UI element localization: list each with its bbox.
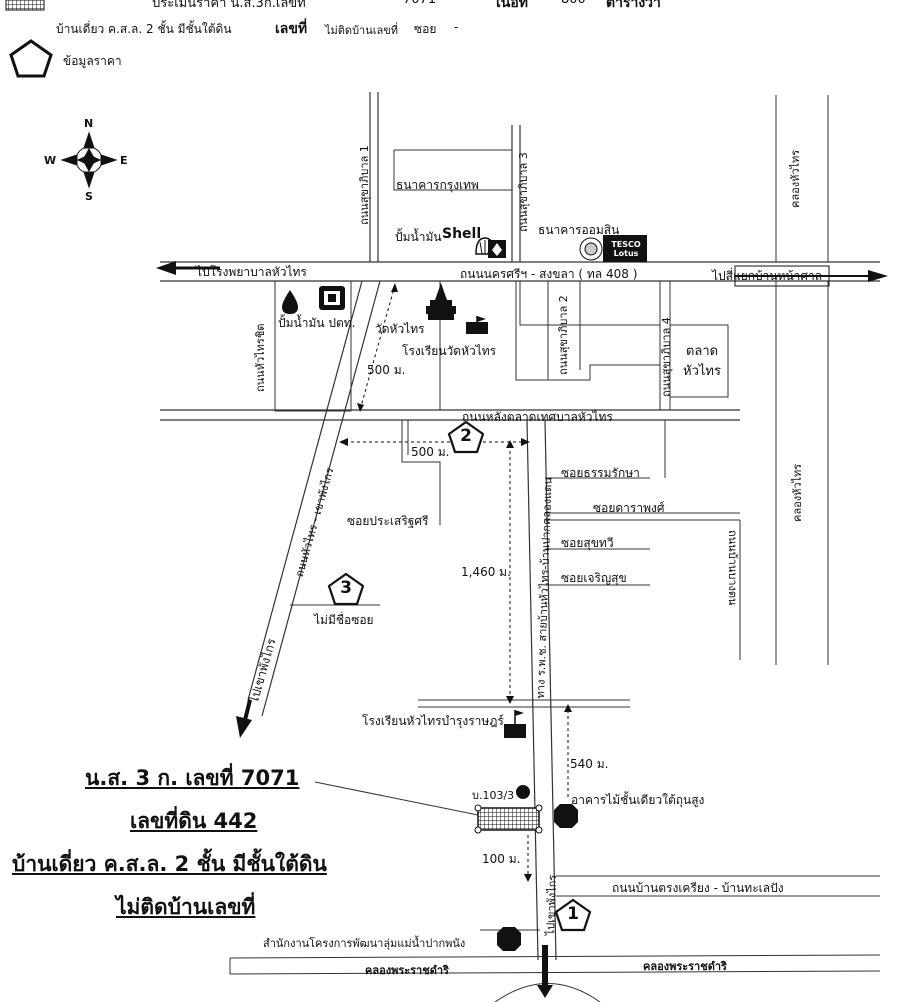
compass-s: S [85, 190, 93, 203]
header-area-label: เนื้อที่ [496, 0, 528, 11]
subject-land-number: เลขที่ดิน 442 [130, 809, 258, 833]
canal-phra-ratchadamri-east: คลองพระราชดำริ [643, 960, 727, 973]
price-marker-1-shape [554, 898, 592, 932]
road-trong-khriang: ถนนบ้านตรงเครียง - บ้านทะเลปัง [612, 881, 784, 895]
price-marker-2-shape [447, 420, 485, 454]
compass-n: N [84, 117, 94, 130]
place-shell-pump: ปั้มน้ำมัน [395, 230, 442, 244]
soi-charoensuk: ซอยเจริญสุข [561, 571, 627, 585]
price-marker-2: 2 [460, 426, 472, 446]
place-wat-hua-sai: วัดหัวไทร [375, 322, 425, 336]
place-wat-school: โรงเรียนวัดหัวไทร [402, 344, 497, 358]
compass-e: E [120, 154, 128, 167]
road-nakhon-si-songkhla: ถนนนครศรีฯ - สงขลา ( ทล 408 ) [460, 267, 638, 281]
distance-1460: 1,460 ม. [461, 565, 511, 579]
place-tesco: TESCO Lotus [611, 240, 641, 258]
arrow-west [156, 261, 176, 275]
tesco-logo [603, 235, 647, 262]
canal-hua-sai-north: คลองหัวไทร [789, 149, 802, 208]
road-sukhaphiban-2: ถนนสุขาภิบาล 2 [557, 295, 570, 375]
road-to-khao-phang-krai-south: ไปเขาพังไกร [543, 874, 560, 936]
ptt-drop-icon [282, 290, 298, 314]
subject-no-house-number: ไม่ติดบ้านเลขที่ [116, 895, 256, 919]
place-wood-building: อาคารไม้ชั้นเดียวใต้ถุนสูง [571, 793, 705, 807]
header-soi-label: ซอย [414, 22, 437, 36]
road-hua-sai-sit: ถนนหัวไทรชิต [254, 323, 267, 392]
soi-no-name: ไม่มีชื่อซอย [314, 613, 374, 627]
place-office-pak-phanang: สำนักงานโครงการพัฒนาลุ่มแม่น้ำปากพนัง [263, 937, 466, 950]
header-title: ประเมินราคา น.ส.3ก.เลขที่ [152, 0, 306, 11]
header-area-unit: ตารางวา [606, 0, 661, 11]
house-103-dot [516, 785, 530, 799]
temple-icon [426, 283, 456, 320]
road-ban-bang-ton: ถนนบ้านบางตน [726, 530, 739, 606]
road-to-hospital: ไปโรงพยาบาลหัวไทร [196, 265, 307, 279]
school-bamrung-icon [504, 710, 526, 738]
office-octagon [497, 927, 521, 951]
distance-540: 540 ม. [570, 757, 609, 771]
place-market: ตลาดหัวไทร [683, 344, 721, 379]
place-house-103: บ.103/3 [472, 789, 515, 802]
place-school-bamrung: โรงเรียนหัวไทรบำรุงราษฎร์ [362, 714, 504, 728]
road-behind-market: ถนนหลังตลาดเทศบาลหัวไทร [462, 410, 613, 424]
compass-rose [60, 131, 118, 189]
header-building-type: บ้านเดี่ยว ค.ส.ล. 2 ชั้น มีชั้นใต้ดิน [56, 22, 232, 36]
compass-w: W [44, 154, 57, 167]
place-shell-brand: Shell [442, 226, 482, 242]
canal-phra-ratchadamri-west: คลองพระราชดำริ [365, 964, 449, 977]
land-legend-swatch [5, 0, 45, 11]
price-legend-pentagon [9, 39, 53, 78]
price-marker-3-shape [327, 572, 365, 606]
place-gsb: ธนาคารออมสิน [538, 223, 620, 237]
distance-500-vertical: 500 ม. [367, 363, 406, 377]
header-no-value: ไม่ติดบ้านเลขที่ [325, 24, 399, 37]
road-sukhaphiban-1: ถนนสุขาภิบาล 1 [358, 145, 371, 225]
place-ptt-pump: ปั้มน้ำมัน ปตท. [278, 316, 356, 330]
canal-hua-sai-south: คลองหัวไทร [791, 463, 804, 522]
soi-prasert: ซอยประเสริฐศรี [347, 514, 429, 528]
road-sukhaphiban-3: ถนนสุขาภิบาล 3 [517, 152, 530, 232]
soi-suksawat: ซอยสุขทวี [561, 536, 614, 550]
wood-building-octagon [554, 804, 578, 828]
header-area-value: 800 [561, 0, 586, 7]
price-marker-3: 3 [340, 578, 352, 598]
gsb-icon [579, 237, 603, 261]
soi-darapong: ซอยดาราพงศ์ [593, 501, 665, 515]
distance-100: 100 ม. [482, 852, 521, 866]
soi-thammarak: ซอยธรรมรักษา [561, 466, 640, 480]
school-icon [466, 316, 488, 334]
legend-price-label: ข้อมูลราคา [63, 54, 122, 68]
road-sukhaphiban-4: ถนนสุขาภิบาล 4 [660, 317, 673, 397]
road-main-ns [526, 419, 557, 961]
place-bangkok-bank: ธนาคารกรุงเทพ [396, 178, 479, 192]
arrow-sw [236, 716, 252, 738]
header-deed-number: 7071 [403, 0, 436, 7]
road-to-na-san: ไปสี่แยกบ้านหน้าศาล [712, 269, 823, 283]
header-no-label: เลขที่ [275, 21, 308, 37]
price-marker-1: 1 [567, 904, 579, 924]
header-soi-value: - [454, 20, 459, 34]
arrow-east [868, 270, 888, 282]
subject-deed: น.ส. 3 ก. เลขที่ 7071 [85, 766, 300, 790]
distance-500-horizontal: 500 ม. [411, 445, 450, 459]
subject-building-type: บ้านเดี่ยว ค.ส.ล. 2 ชั้น มีชั้นใต้ดิน [12, 852, 327, 876]
subject-land-parcel [314, 781, 543, 834]
